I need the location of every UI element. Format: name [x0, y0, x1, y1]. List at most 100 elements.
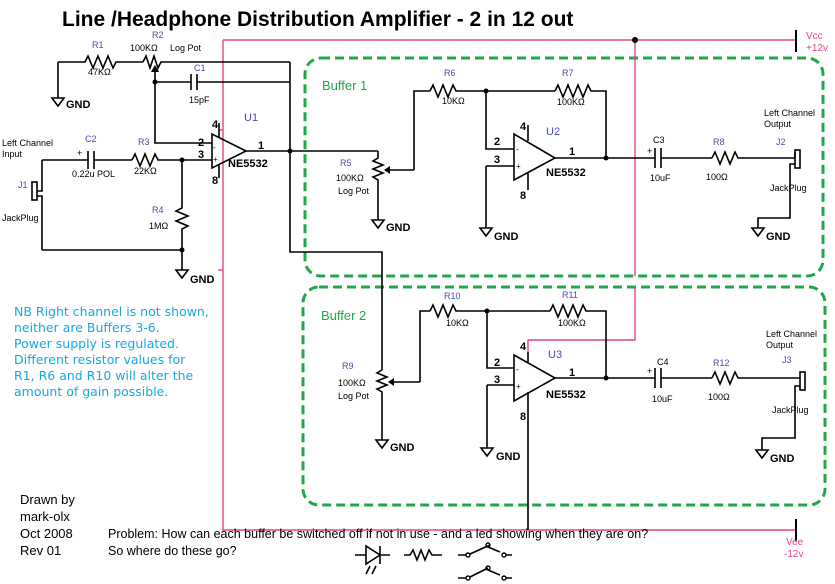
- design-note: NB Right channel is not shown, neither a…: [14, 304, 209, 399]
- u3-pin1: 1: [569, 367, 575, 379]
- svg-text:-: -: [213, 143, 216, 152]
- note-line: Power supply is regulated.: [14, 336, 179, 351]
- resistor-r12: [711, 369, 800, 387]
- opamp-u2: - +: [513, 125, 655, 190]
- gnd-label: GND: [390, 442, 415, 454]
- resistor-r4: [173, 160, 191, 270]
- pot-r5: [370, 151, 414, 220]
- gnd-symbol: [374, 439, 390, 450]
- u1-pin4: 4: [212, 119, 219, 131]
- u1-pin8: 8: [212, 175, 218, 187]
- u1-pin2: 2: [198, 137, 204, 149]
- resistor-r7: [554, 82, 607, 158]
- c3-plus: +: [647, 146, 652, 156]
- svg-text:-: -: [516, 365, 519, 374]
- note-line: neither are Buffers 3-6.: [14, 320, 160, 335]
- diagram-title: Line /Headphone Distribution Amplifier -…: [62, 8, 573, 31]
- r5-type: Log Pot: [338, 186, 370, 196]
- u1-part: NE5532: [228, 158, 268, 170]
- u2-pin1: 1: [569, 146, 575, 158]
- r2-type: Log Pot: [170, 43, 202, 53]
- vcc-value: +12v: [806, 43, 828, 54]
- note-line: amount of gain possible.: [14, 384, 168, 399]
- gnd-symbol: [370, 219, 386, 230]
- note-line: Different resistor values for: [14, 352, 186, 367]
- r8-ref: R8: [713, 137, 725, 147]
- capacitor-c4: [654, 368, 712, 388]
- c3-value: 10uF: [650, 173, 671, 183]
- svg-text:-: -: [516, 145, 519, 154]
- pot-r9: [374, 369, 420, 440]
- u2-pin2: 2: [494, 136, 500, 148]
- r9-value: 100KΩ: [338, 378, 366, 388]
- c4-value: 10uF: [652, 394, 673, 404]
- r1-value: 47KΩ: [88, 67, 111, 77]
- note-line: NB Right channel is not shown,: [14, 304, 209, 319]
- jack-j1: [31, 160, 43, 250]
- out1-label: Left Channel: [764, 108, 815, 118]
- switch-icon: [458, 542, 512, 581]
- vcc-label: Vcc: [806, 31, 823, 42]
- svg-text:+: +: [516, 382, 521, 391]
- gnd-label: GND: [66, 99, 91, 111]
- vee-value: -12v: [784, 549, 803, 560]
- c4-ref: C4: [657, 357, 669, 367]
- r7-ref: R7: [562, 68, 574, 78]
- gnd-symbol: [750, 227, 766, 238]
- r12-ref: R12: [713, 358, 730, 368]
- c3-ref: C3: [653, 135, 665, 145]
- capacitor-c1: [155, 74, 290, 90]
- pot-r2: [142, 53, 290, 82]
- note-line: R1, R6 and R10 will alter the: [14, 368, 194, 383]
- r1-ref: R1: [92, 40, 104, 50]
- svg-text:+: +: [213, 155, 218, 164]
- r6-value: 10KΩ: [442, 96, 465, 106]
- buffer-1-box: [303, 56, 825, 278]
- problem-line-2: So where do these go?: [108, 544, 237, 558]
- u2-ref: U2: [546, 126, 560, 138]
- u3-pin4: 4: [520, 341, 527, 353]
- r6-ref: R6: [444, 68, 456, 78]
- r2-ref: R2: [152, 30, 164, 40]
- j2-ref: J2: [776, 137, 786, 147]
- credit-line: Drawn by: [20, 492, 75, 507]
- u3-pin8: 8: [520, 411, 526, 423]
- resistor-r11: [549, 302, 607, 378]
- out1-label-2: Output: [764, 119, 792, 129]
- jack-j3: [761, 371, 806, 450]
- c2-value: 0.22u POL: [72, 169, 115, 179]
- j3-type: JackPlug: [772, 405, 809, 415]
- j1-type: JackPlug: [2, 213, 39, 223]
- u3-ref: U3: [548, 349, 562, 361]
- resistor-r1: [58, 53, 143, 71]
- u2-pin4: 4: [520, 121, 527, 133]
- out2-label-2: Output: [766, 340, 794, 350]
- gnd-label: GND: [766, 231, 791, 243]
- resistor-r6: [429, 82, 555, 100]
- gnd-symbol: [479, 447, 495, 458]
- led-icon: [355, 544, 390, 575]
- gnd-symbol: [478, 227, 494, 238]
- credit-line: Oct 2008: [20, 526, 73, 541]
- buffer-2-label: Buffer 2: [321, 308, 366, 323]
- credits: Drawn by mark-olx Oct 2008 Rev 01: [20, 492, 75, 558]
- out2-label: Left Channel: [766, 329, 817, 339]
- u3-part: NE5532: [546, 389, 586, 401]
- r8-value: 100Ω: [706, 172, 728, 182]
- r12-value: 100Ω: [708, 392, 730, 402]
- u1-pin1: 1: [258, 140, 264, 152]
- r4-ref: R4: [152, 205, 164, 215]
- svg-text:+: +: [516, 162, 521, 171]
- capacitor-c3: [654, 148, 712, 168]
- resistor-r8: [711, 149, 795, 167]
- gnd-label: GND: [770, 453, 795, 465]
- input-label: Left Channel: [2, 138, 53, 148]
- jack-j2: [757, 149, 801, 228]
- resistor-r3: [131, 151, 212, 169]
- c2-plus: +: [77, 148, 82, 158]
- buffer-1-label: Buffer 1: [322, 78, 367, 93]
- gnd-symbol: [50, 97, 66, 108]
- c1-ref: C1: [194, 63, 206, 73]
- r10-value: 10KΩ: [446, 318, 469, 328]
- gnd-label: GND: [386, 222, 411, 234]
